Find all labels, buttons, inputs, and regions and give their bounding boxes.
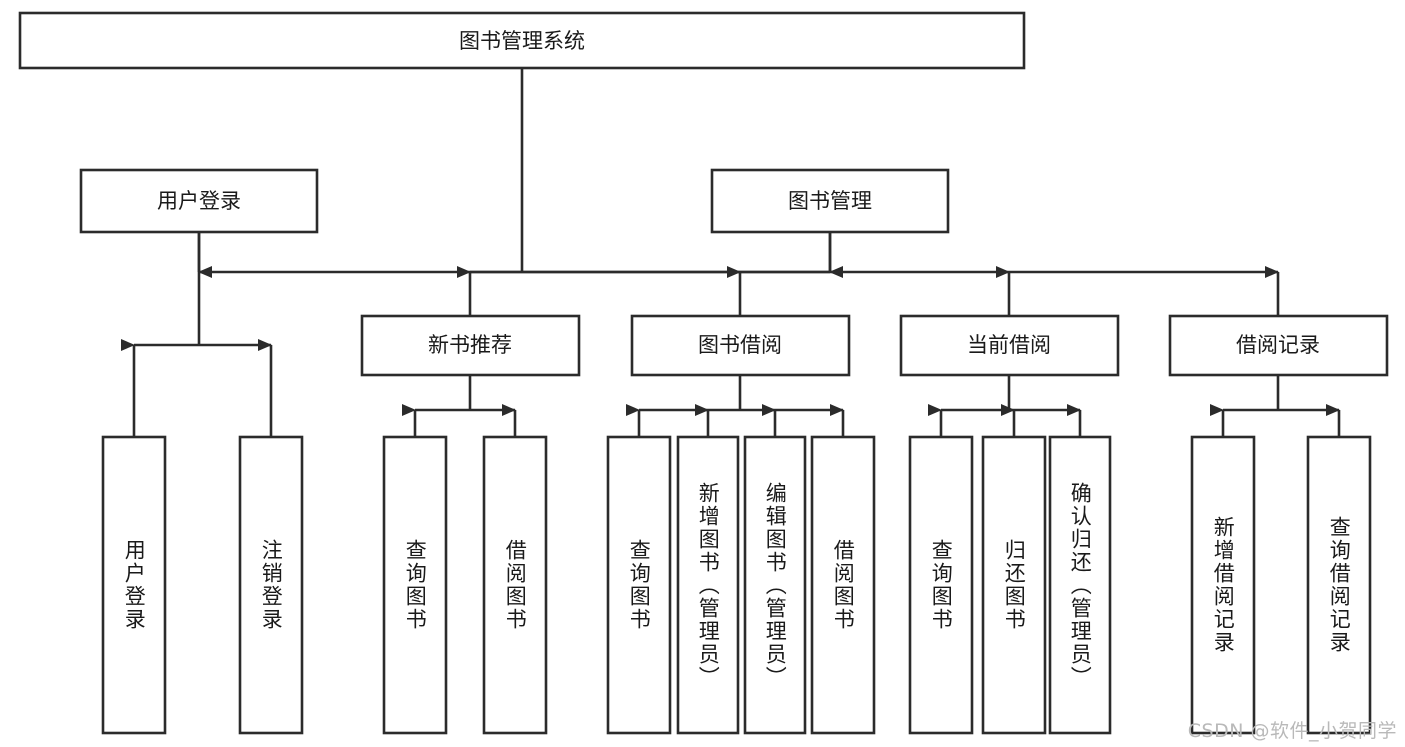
leaf-node[interactable]: 查询图书 bbox=[606, 435, 672, 735]
leaf-user-login-label: 用户登录 bbox=[122, 539, 147, 631]
leaf-user-logout-box[interactable] bbox=[238, 435, 304, 735]
leaf-add-book-label: 新增图书（管理员） bbox=[696, 481, 721, 689]
node-book-borrow[interactable]: 图书借阅 bbox=[630, 314, 851, 377]
node-root[interactable]: 图书管理系统 bbox=[18, 11, 1026, 70]
connectors-current-borrow-children bbox=[928, 375, 1082, 437]
leaf-node[interactable]: 归还图书 bbox=[981, 435, 1047, 735]
leaf-borrow-book-label-container: 借阅图书 bbox=[831, 539, 856, 631]
node-user-login-label: 用户登录 bbox=[157, 189, 241, 213]
leaf-node[interactable]: 查询借阅记录 bbox=[1306, 435, 1372, 735]
leaf-user-logout-label-container: 注销登录 bbox=[259, 539, 284, 631]
leaf-user-login-label-container: 用户登录 bbox=[122, 539, 147, 631]
leaf-query-book-borrow-label-container: 查询图书 bbox=[627, 539, 652, 631]
leaf-query-book-cur-box[interactable] bbox=[908, 435, 974, 735]
node-borrow-record-box[interactable] bbox=[1168, 314, 1389, 377]
node-book-borrow-label: 图书借阅 bbox=[698, 333, 782, 357]
leaf-borrow-book-box[interactable] bbox=[810, 435, 876, 735]
leaf-borrow-book-rec-box[interactable] bbox=[482, 435, 548, 735]
leaf-query-record-label-container: 查询借阅记录 bbox=[1327, 516, 1352, 654]
leaf-node[interactable]: 查询图书 bbox=[382, 435, 448, 735]
leaf-node[interactable]: 查询图书 bbox=[908, 435, 974, 735]
node-book-manage-box[interactable] bbox=[710, 168, 950, 234]
node-borrow-record[interactable]: 借阅记录 bbox=[1168, 314, 1389, 377]
leaf-query-record-box[interactable] bbox=[1306, 435, 1372, 735]
node-new-book-recommend-label: 新书推荐 bbox=[428, 333, 512, 357]
leaf-return-book-label-container: 归还图书 bbox=[1002, 539, 1027, 631]
leaf-add-book-label-container: 新增图书（管理员） bbox=[696, 481, 721, 689]
node-borrow-record-label: 借阅记录 bbox=[1236, 333, 1320, 357]
node-new-book-recommend-box[interactable] bbox=[360, 314, 581, 377]
leaf-borrow-book-rec-label-container: 借阅图书 bbox=[503, 539, 528, 631]
leaf-confirm-return-label-container: 确认归还（管理员） bbox=[1068, 481, 1093, 689]
leaf-node[interactable]: 借阅图书 bbox=[810, 435, 876, 735]
leaf-borrow-book-rec-label: 借阅图书 bbox=[503, 539, 528, 631]
node-book-borrow-box[interactable] bbox=[630, 314, 851, 377]
leaf-add-record-label-container: 新增借阅记录 bbox=[1211, 516, 1236, 654]
leaf-user-logout-label: 注销登录 bbox=[259, 539, 284, 631]
leaf-query-book-cur-label-container: 查询图书 bbox=[929, 539, 954, 631]
leaf-node[interactable]: 用户登录 bbox=[101, 435, 167, 735]
node-book-manage[interactable]: 图书管理 bbox=[710, 168, 950, 234]
leaf-node[interactable]: 注销登录 bbox=[238, 435, 304, 735]
leaf-query-book-rec-label-container: 查询图书 bbox=[403, 539, 428, 631]
leaf-node[interactable]: 编辑图书（管理员） bbox=[743, 435, 807, 735]
leaf-query-record-label: 查询借阅记录 bbox=[1327, 516, 1352, 654]
leaf-node[interactable]: 借阅图书 bbox=[482, 435, 548, 735]
leaf-confirm-return-box[interactable] bbox=[1048, 435, 1112, 735]
leaf-add-record-label: 新增借阅记录 bbox=[1211, 516, 1236, 654]
node-current-borrow-label: 当前借阅 bbox=[967, 333, 1051, 357]
connectors-user-login-children bbox=[121, 232, 273, 437]
node-current-borrow[interactable]: 当前借阅 bbox=[899, 314, 1120, 377]
leaf-query-book-borrow-box[interactable] bbox=[606, 435, 672, 735]
leaf-query-book-rec-box[interactable] bbox=[382, 435, 448, 735]
leaf-return-book-label: 归还图书 bbox=[1002, 539, 1027, 631]
leaf-query-book-cur-label: 查询图书 bbox=[929, 539, 954, 631]
node-book-manage-label: 图书管理 bbox=[788, 189, 872, 213]
leaf-user-login-box[interactable] bbox=[101, 435, 167, 735]
leaf-borrow-book-label: 借阅图书 bbox=[831, 539, 856, 631]
leaf-edit-book-label: 编辑图书（管理员） bbox=[763, 481, 788, 689]
leaf-confirm-return-label: 确认归还（管理员） bbox=[1068, 481, 1093, 689]
node-root-box[interactable] bbox=[18, 11, 1026, 70]
node-new-book-recommend[interactable]: 新书推荐 bbox=[360, 314, 581, 377]
node-root-label: 图书管理系统 bbox=[459, 29, 585, 53]
leaf-query-book-rec-label: 查询图书 bbox=[403, 539, 428, 631]
connectors-new-book-recommend-children bbox=[402, 375, 517, 437]
leaf-nodes: 用户登录 注销登录 查询图书 借阅图书 查询图书 新增图书（管理员） 编辑图书（管理员） 借阅… bbox=[101, 435, 1372, 735]
connectors-borrow-record-children bbox=[1210, 375, 1341, 437]
leaf-node[interactable]: 新增借阅记录 bbox=[1190, 435, 1256, 735]
csdn-watermark: CSDN @软件_小贺同学 bbox=[1187, 720, 1397, 742]
leaf-edit-book-label-container: 编辑图书（管理员） bbox=[763, 481, 788, 689]
leaf-edit-book-box[interactable] bbox=[743, 435, 807, 735]
leaf-node[interactable]: 新增图书（管理员） bbox=[676, 435, 740, 735]
leaf-node[interactable]: 确认归还（管理员） bbox=[1048, 435, 1112, 735]
leaf-add-book-box[interactable] bbox=[676, 435, 740, 735]
leaf-add-record-box[interactable] bbox=[1190, 435, 1256, 735]
node-current-borrow-box[interactable] bbox=[899, 314, 1120, 377]
leaf-query-book-borrow-label: 查询图书 bbox=[627, 539, 652, 631]
node-user-login[interactable]: 用户登录 bbox=[79, 168, 319, 234]
connectors-book-borrow-children bbox=[626, 375, 845, 437]
node-user-login-box[interactable] bbox=[79, 168, 319, 234]
connectors-book-manage-children bbox=[457, 232, 1280, 316]
leaf-return-book-box[interactable] bbox=[981, 435, 1047, 735]
